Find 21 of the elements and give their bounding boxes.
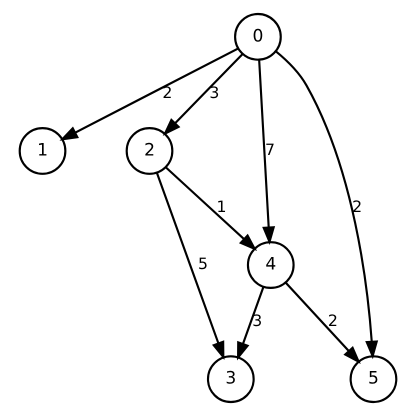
node-circle: 1 <box>18 127 66 175</box>
arrow <box>156 172 224 360</box>
arrow <box>285 282 361 364</box>
edge-label: 1 <box>216 196 227 216</box>
node-circle: 0 <box>234 12 282 61</box>
arrow <box>59 48 239 141</box>
edge-label: 2 <box>328 311 338 330</box>
arrow <box>275 50 378 360</box>
node-circle: 4 <box>246 241 295 289</box>
node-circle: 5 <box>350 355 398 404</box>
edge-label: 3 <box>209 82 220 102</box>
arrow <box>258 60 276 245</box>
edge-label: 5 <box>198 254 208 274</box>
edge-label: 7 <box>265 140 276 159</box>
node-circle: 3 <box>206 355 255 404</box>
edge-label: 2 <box>352 196 362 216</box>
edge-label: 3 <box>252 311 262 330</box>
arrow <box>165 166 258 252</box>
arrow <box>237 286 264 361</box>
node-circle: 2 <box>126 127 174 175</box>
arrow <box>162 53 244 136</box>
